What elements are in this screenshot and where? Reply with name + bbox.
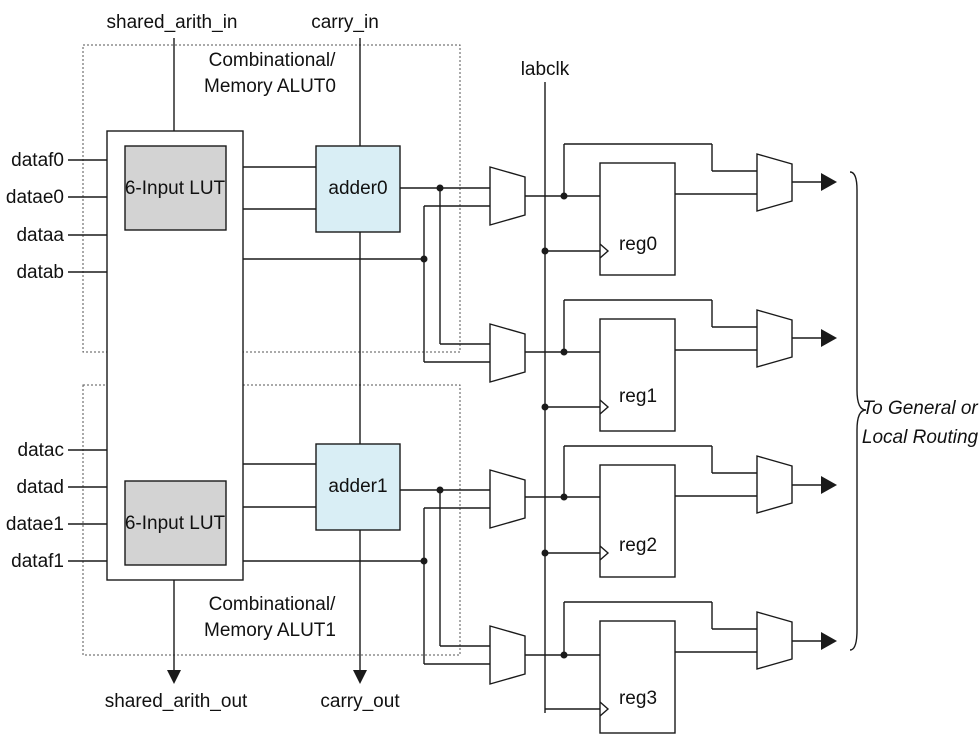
carry-in-label: carry_in [311,12,379,33]
reg2-label: reg2 [619,535,657,556]
input-label-datae1: datae1 [6,514,64,535]
lut1-label: 6-Input LUT [125,513,226,534]
alut1-title-line2: Memory ALUT1 [204,620,336,641]
input-mux-3 [489,625,526,685]
lut0-block [124,145,227,231]
input-label-dataa: dataa [16,225,64,246]
input-mux-0 [489,166,526,226]
alut1-region [82,384,461,656]
reg-stage-0 [525,143,837,276]
input-label-datad: datad [16,477,64,498]
shared-arith-out-label: shared_arith_out [105,691,248,712]
shared-arith-in-label: shared_arith_in [107,12,238,33]
adder1-label: adder1 [328,476,387,497]
shared-arith-out-arrow [167,670,181,684]
input-label-dataf0: dataf0 [11,150,64,171]
alut1-title-line1: Combinational/ [209,594,336,615]
alut0-title-line1: Combinational/ [209,50,336,71]
lut0-label: 6-Input LUT [125,178,226,199]
input-label-datae0: datae0 [6,187,64,208]
input-mux-1 [489,323,526,383]
adder1-block [315,443,401,531]
input-label-dataf1: dataf1 [11,551,64,572]
reg3-label: reg3 [619,688,657,709]
adder0-block [315,145,401,233]
routing-brace [849,171,867,651]
alut0-region [82,44,461,353]
routing-label-line1: To General or [862,398,978,419]
reg-stage-2 [525,445,837,578]
reg0-label: reg0 [619,234,657,255]
alut0-title-line2: Memory ALUT0 [204,76,336,97]
carry-out-arrow [353,670,367,684]
reg-stage-3 [525,601,837,734]
input-label-datac: datac [18,440,64,461]
lut1-block [124,480,227,566]
adder0-label: adder0 [328,178,387,199]
reg-stage-1 [525,299,837,432]
reg1-label: reg1 [619,386,657,407]
carry-out-label: carry_out [320,691,400,712]
input-mux-2 [489,469,526,529]
input-label-datab: datab [16,262,64,283]
labclk-label: labclk [521,59,570,80]
routing-label-line2: Local Routing [862,427,979,448]
